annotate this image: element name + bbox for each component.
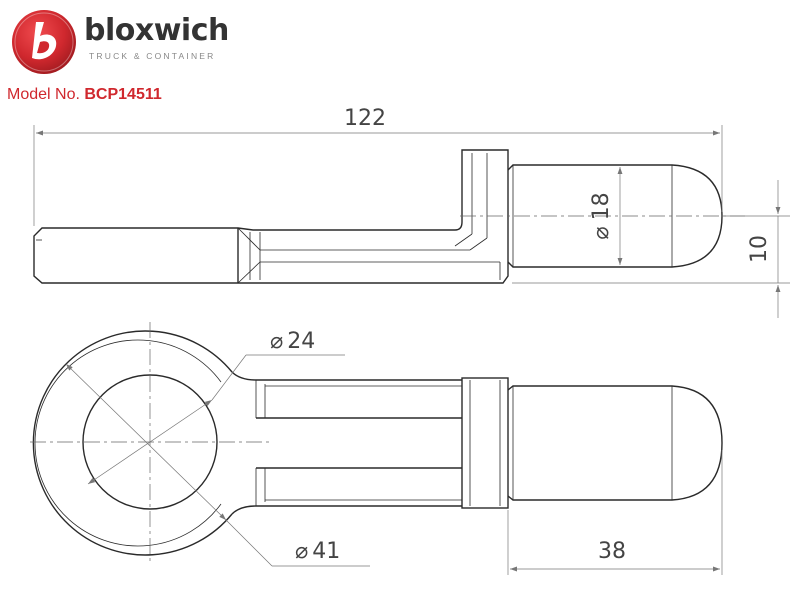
model-prefix: Model No.: [7, 86, 80, 103]
dim-pin-diameter: ⌀ 18: [589, 192, 614, 239]
top-view: [30, 322, 723, 562]
svg-text:⌀18: ⌀ 18: [589, 192, 614, 239]
bloxwich-logo-icon: [12, 10, 76, 74]
top-pin-outline: [507, 385, 723, 501]
side-handle-outline: [33, 149, 509, 284]
top-view-dimensions: [65, 354, 723, 575]
side-pin-outline: [507, 164, 723, 268]
brand-tagline: TRUCK & CONTAINER: [89, 51, 216, 61]
dim-eye-inner-diameter: ⌀24: [270, 329, 315, 354]
side-view: [33, 149, 745, 284]
pin-diameter-value: 18: [589, 192, 614, 220]
brand-name: bloxwich: [84, 13, 229, 48]
dim-pin-offset: 10: [747, 235, 772, 263]
dim-line-41: [65, 363, 227, 521]
dim-pin-length: 38: [598, 539, 626, 564]
top-eye-outline: [32, 330, 233, 556]
model-line: Model No. BCP14511: [7, 85, 162, 105]
diameter-symbol: ⌀: [589, 226, 614, 239]
pin-offset-value: 10: [747, 235, 772, 263]
dim-eye-outer-diameter: ⌀41: [295, 539, 340, 564]
header: bloxwich TRUCK & CONTAINER Model No. BCP…: [0, 0, 300, 110]
dim-overall-length: 122: [344, 106, 386, 131]
top-collar-outline: [461, 377, 509, 509]
side-view-dimensions: [33, 125, 790, 318]
model-number: BCP14511: [84, 86, 162, 103]
